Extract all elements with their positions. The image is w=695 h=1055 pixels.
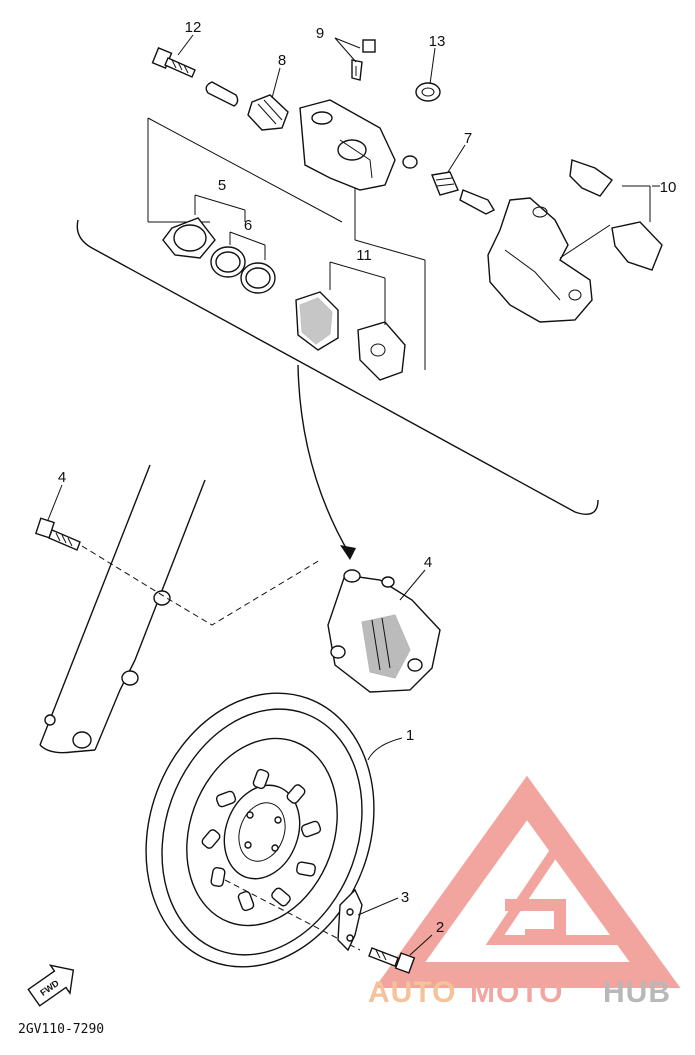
callout-7: 7 bbox=[464, 130, 472, 147]
watermark-auto: AUTO bbox=[368, 976, 456, 1009]
leader-lines bbox=[47, 34, 660, 956]
diagram-code: 2GV110-7290 bbox=[18, 1022, 104, 1037]
watermark-text: AUTO MOTO HUB bbox=[368, 976, 671, 1009]
watermark-moto: MOTO bbox=[470, 976, 563, 1009]
callout-11: 11 bbox=[356, 247, 372, 264]
pin bbox=[205, 81, 239, 107]
mounting-lines bbox=[81, 545, 361, 951]
front-fork bbox=[39, 464, 206, 754]
callout-10: 10 bbox=[660, 179, 677, 196]
callout-12: 12 bbox=[185, 19, 202, 36]
callout-9: 9 bbox=[316, 25, 324, 42]
callout-1: 1 bbox=[406, 727, 414, 744]
part-12-bolt bbox=[151, 47, 196, 78]
caliper-body-exploded bbox=[299, 99, 418, 191]
watermark-hub: HUB bbox=[603, 976, 671, 1009]
part-5-piston bbox=[162, 217, 216, 259]
caliper-bracket bbox=[487, 197, 611, 323]
fwd-arrow-icon: FWD bbox=[27, 964, 75, 1007]
callout-3: 3 bbox=[401, 889, 409, 906]
part-2-disc-bolt bbox=[368, 947, 416, 974]
callout-2: 2 bbox=[436, 919, 444, 936]
callout-4-bolt: 4 bbox=[58, 469, 66, 486]
watermark-logo bbox=[374, 775, 681, 988]
part-11-brake-pads bbox=[295, 261, 406, 381]
part-7-slide-pin bbox=[431, 171, 495, 215]
callout-13: 13 bbox=[429, 33, 446, 50]
assembly-arrow bbox=[297, 364, 356, 560]
subassembly-frame bbox=[76, 117, 599, 515]
callout-6: 6 bbox=[244, 217, 252, 234]
part-8-boot bbox=[247, 94, 289, 131]
part-9-bleed-screw bbox=[351, 39, 376, 81]
part-13-cap bbox=[415, 82, 441, 102]
part-4-caliper-bolt bbox=[34, 517, 81, 551]
part-10-pad-springs bbox=[569, 159, 663, 271]
callout-8: 8 bbox=[278, 52, 286, 69]
callout-4-caliper: 4 bbox=[424, 554, 432, 571]
part-1-brake-disc bbox=[145, 692, 375, 968]
callout-5: 5 bbox=[218, 177, 226, 194]
disc-vent-holes bbox=[201, 768, 322, 912]
caliper-assembled bbox=[327, 569, 441, 693]
part-6-seals bbox=[194, 194, 276, 294]
part-3-lock-washer bbox=[337, 888, 363, 952]
callout-labels: 12 9 13 8 7 5 10 6 11 4 4 1 3 2 bbox=[58, 19, 677, 936]
